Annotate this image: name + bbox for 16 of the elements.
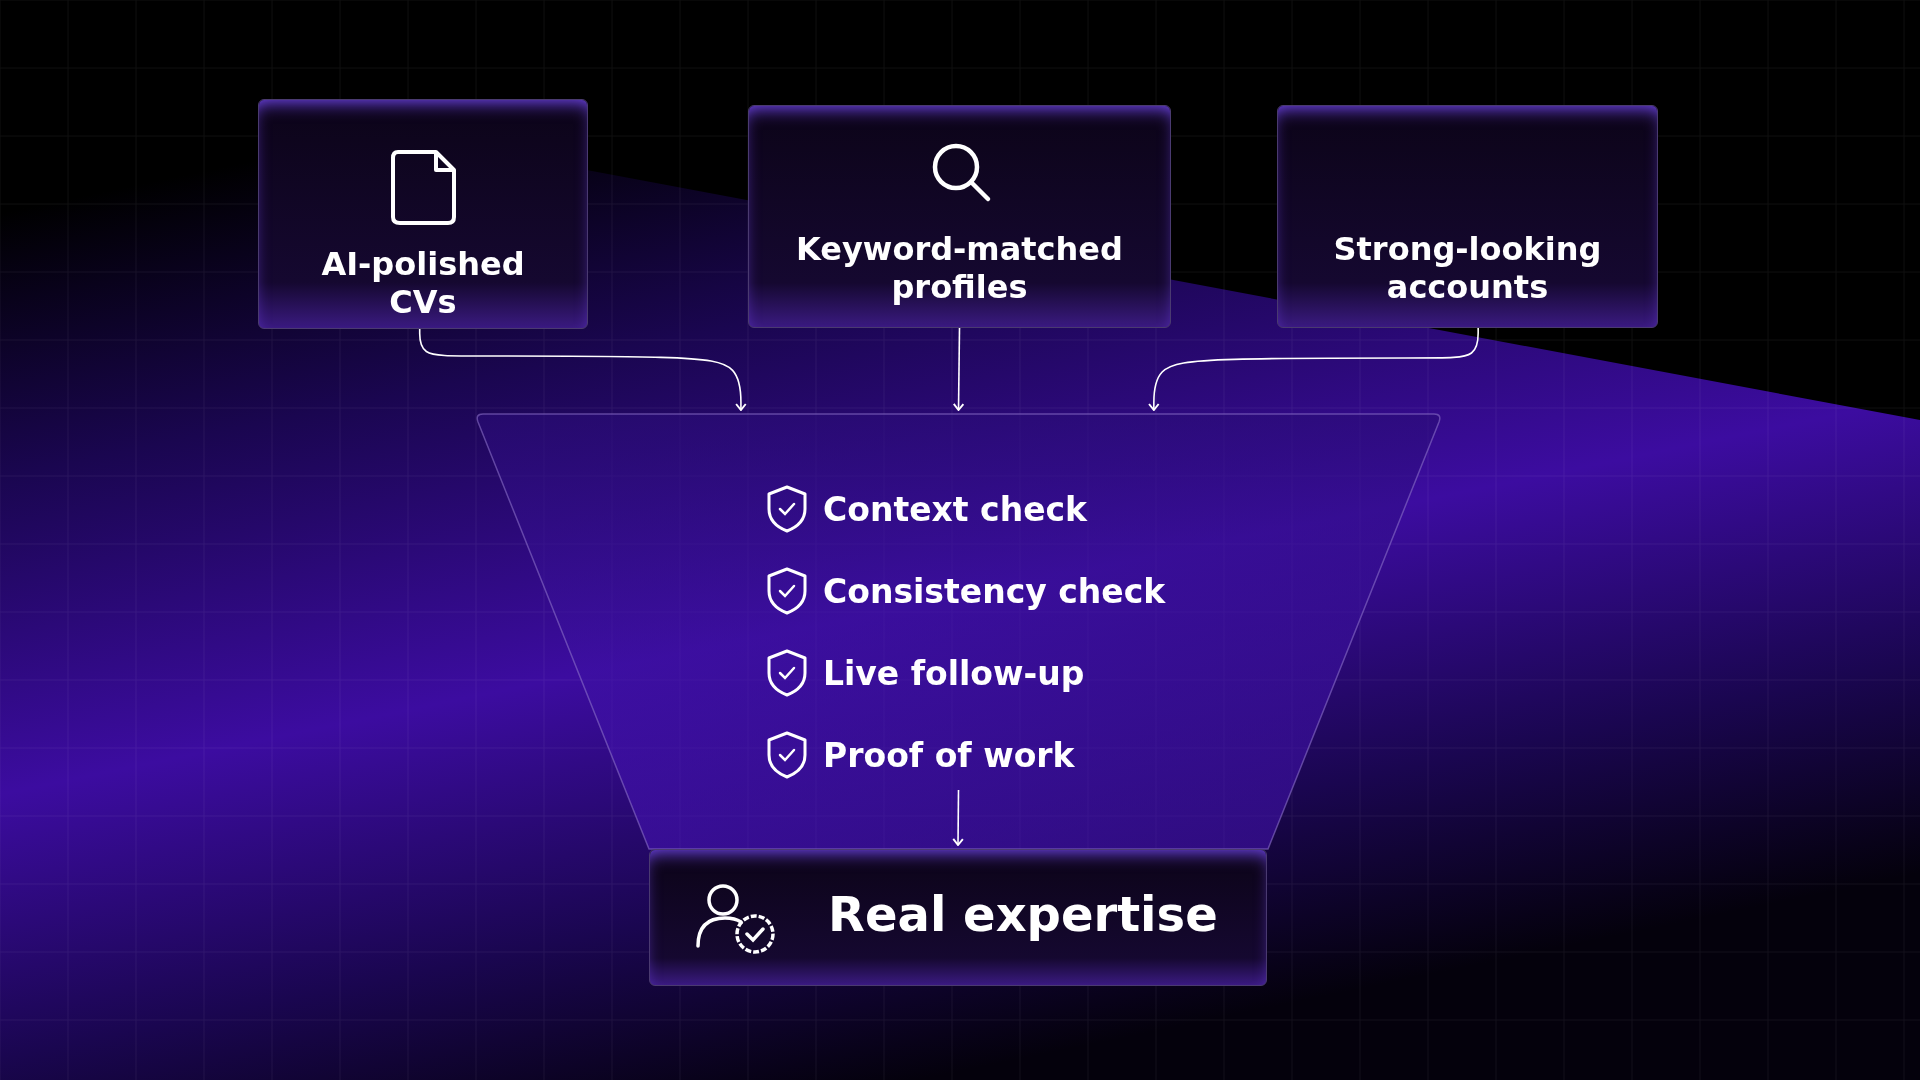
check-label: Consistency check [823,572,1166,612]
check-label: Live follow-up [823,654,1085,694]
arrow [1148,327,1479,411]
card-label: Strong-looking accounts [1332,230,1603,306]
arrow [418,328,747,411]
check-label: Proof of work [823,736,1075,776]
result-box [649,849,1267,986]
card-label: Keyword-matched profiles [795,230,1124,306]
source-card [1277,105,1658,328]
arrow [952,789,964,846]
source-card [258,99,588,329]
result-label: Real expertise [828,886,1218,942]
check-label: Context check [823,490,1088,530]
card-label: AI-polished CVs [320,245,526,321]
arrow [952,327,965,411]
source-card [748,105,1171,328]
